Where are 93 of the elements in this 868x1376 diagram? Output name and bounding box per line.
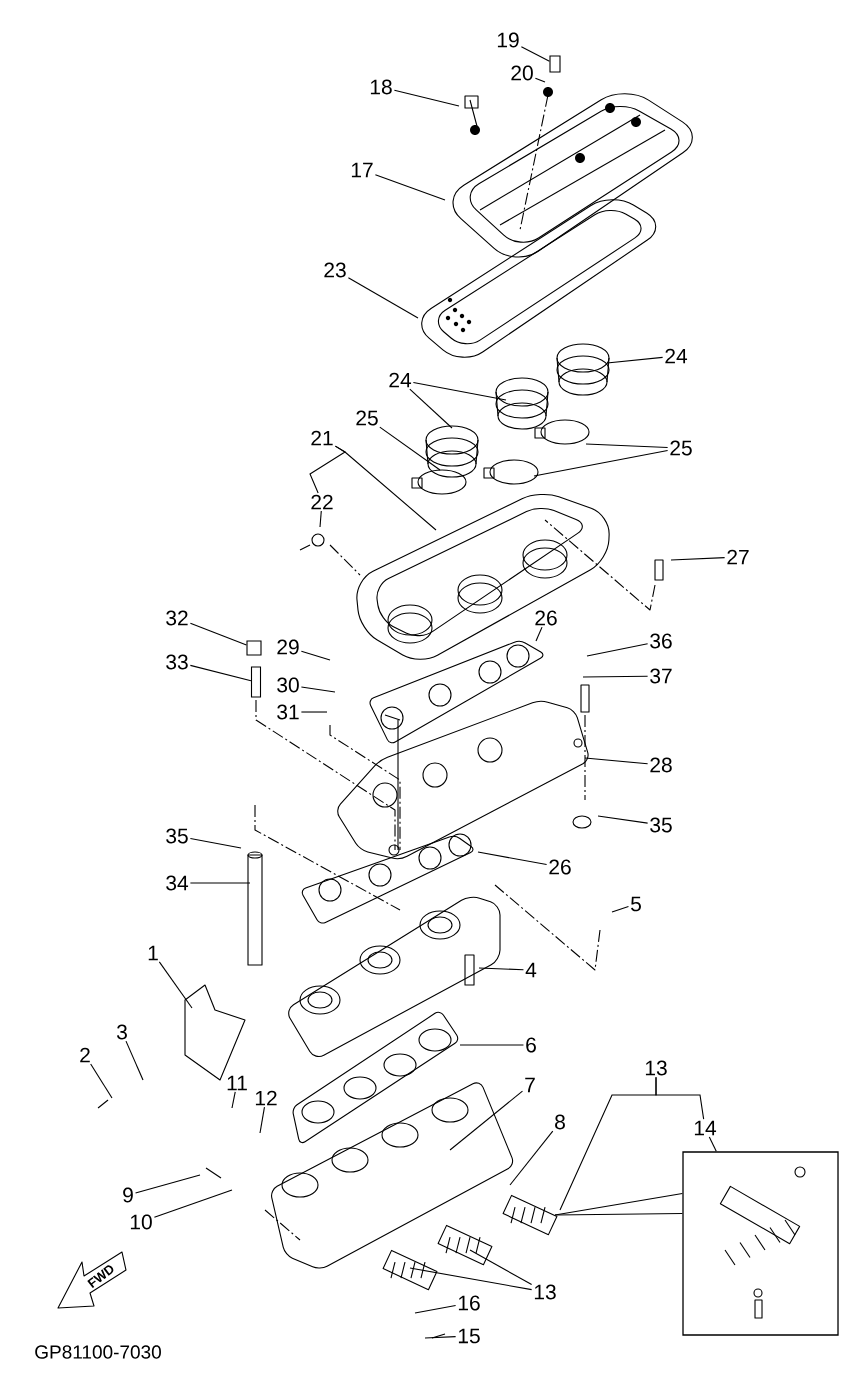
- leader-line: [374, 174, 446, 201]
- bolt-symbol: [250, 666, 262, 698]
- leader-line: [554, 1212, 683, 1216]
- callout-number: 10: [130, 1214, 152, 1230]
- callout-number: 5: [631, 896, 641, 912]
- callout-number: 12: [255, 1090, 277, 1106]
- leader-line: [135, 1174, 201, 1194]
- callout-number: 28: [650, 757, 672, 773]
- callout-number: 32: [166, 610, 188, 626]
- leader-line: [478, 967, 524, 971]
- leader-line: [393, 89, 460, 107]
- leader-line: [477, 851, 548, 866]
- leader-line: [189, 837, 242, 849]
- leader-line: [90, 1063, 113, 1099]
- leader-line: [584, 757, 649, 765]
- callout-number: 13: [645, 1060, 667, 1076]
- leader-line: [319, 510, 322, 528]
- leader-line: [189, 882, 251, 884]
- callout-number: 3: [116, 1024, 127, 1040]
- callout-number: 7: [525, 1077, 535, 1093]
- callout-number: 17: [351, 162, 373, 178]
- leader-line: [655, 1076, 705, 1120]
- callout-number: 25: [356, 410, 378, 426]
- leader-line: [409, 1267, 533, 1291]
- callout-number: 37: [650, 668, 672, 684]
- leader-line: [189, 622, 247, 646]
- callout-number: 36: [650, 633, 672, 649]
- leader-line: [582, 675, 649, 678]
- leader-line: [231, 1091, 236, 1109]
- leader-line: [412, 381, 507, 401]
- leader-line: [534, 77, 546, 83]
- leader-line: [449, 1090, 523, 1151]
- callout-number: 9: [123, 1187, 133, 1203]
- inset-box: [682, 1151, 839, 1336]
- callout-number: 4: [525, 962, 537, 978]
- callout-number: 2: [80, 1047, 90, 1063]
- leader-line: [153, 1189, 233, 1218]
- callout-number: 22: [311, 494, 333, 510]
- callout-number: 24: [665, 348, 688, 364]
- callout-number: 14: [694, 1120, 717, 1136]
- callout-number: 19: [497, 32, 519, 48]
- callout-number: 35: [166, 828, 188, 844]
- leader-line: [586, 643, 649, 657]
- callout-number: 31: [277, 704, 299, 720]
- callout-number: 29: [277, 639, 299, 655]
- callout-number: 34: [166, 875, 189, 891]
- callout-number: 20: [511, 65, 533, 81]
- leader-line: [670, 557, 726, 561]
- leader-line: [347, 277, 419, 319]
- callout-number: 25: [670, 440, 692, 456]
- callout-number: 11: [227, 1075, 247, 1091]
- callout-number: 26: [549, 859, 571, 875]
- leader-line: [300, 711, 328, 713]
- callout-number: 6: [526, 1037, 536, 1053]
- leader-line: [597, 815, 649, 824]
- leader-line: [585, 443, 669, 448]
- leader-line: [259, 1106, 265, 1134]
- leader-line: [606, 356, 664, 364]
- leader-line: [125, 1040, 144, 1081]
- leader-line: [469, 1249, 533, 1286]
- leader-line: [535, 626, 543, 642]
- leader-line: [409, 388, 453, 429]
- callout-number: 18: [370, 79, 392, 95]
- leader-line: [520, 46, 550, 62]
- callout-number: 1: [148, 945, 158, 961]
- callout-number: 16: [458, 1295, 480, 1311]
- callout-number: 33: [166, 654, 188, 670]
- bolt-symbol: [246, 640, 262, 656]
- callout-number: 15: [458, 1328, 480, 1344]
- drawing-number: GP81100-7030: [35, 1345, 161, 1359]
- callout-number: 26: [535, 610, 557, 626]
- leader-line: [300, 650, 331, 661]
- leader-line: [309, 445, 347, 494]
- leader-line: [611, 905, 629, 913]
- callout-number: 23: [324, 262, 346, 278]
- callout-number: 27: [727, 549, 749, 565]
- leader-line: [459, 1044, 524, 1046]
- leader-line: [379, 426, 441, 471]
- leader-line: [708, 1136, 717, 1152]
- callout-number: 8: [555, 1114, 565, 1130]
- bolt-symbol: [549, 55, 561, 73]
- callout-number: 35: [650, 817, 672, 833]
- leader-line: [424, 1336, 457, 1339]
- leader-line: [509, 1130, 554, 1186]
- callout-number: 30: [277, 677, 299, 693]
- callout-number: 24: [389, 372, 412, 388]
- leader-line: [533, 450, 669, 477]
- leader-line: [300, 686, 336, 693]
- callout-number: 13: [534, 1284, 556, 1300]
- callout-number: 21: [311, 430, 333, 446]
- leader-line: [414, 1304, 457, 1314]
- leader-line: [158, 961, 193, 1009]
- leader-line: [189, 664, 252, 682]
